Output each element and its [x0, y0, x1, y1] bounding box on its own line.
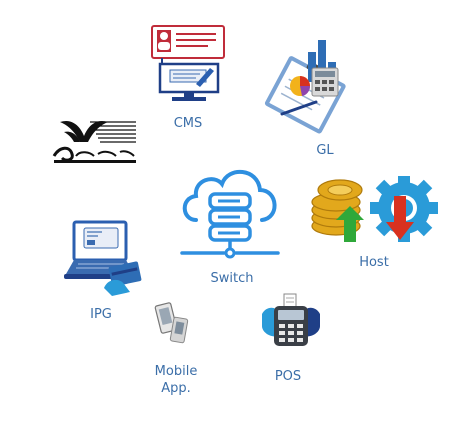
- ipg-label: IPG: [90, 307, 112, 322]
- switch-server-icon: [178, 160, 282, 260]
- pos-label: POS: [274, 369, 302, 384]
- mobile-app-label-line1: Mobile: [154, 364, 198, 379]
- switch-label: Switch: [210, 271, 254, 286]
- pos-terminal-icon: [256, 292, 326, 352]
- host-label: Host: [359, 255, 389, 270]
- gl-icon: [262, 38, 352, 134]
- host-icon: [306, 176, 442, 248]
- cms-label: CMS: [173, 116, 203, 131]
- mobile-app-icon: [150, 300, 194, 348]
- gl-label: GL: [316, 143, 334, 158]
- company-logo: [50, 116, 140, 172]
- ipg-icon: [64, 218, 144, 300]
- mobile-app-label-line2: App.: [161, 381, 191, 396]
- cms-icon: [148, 24, 228, 104]
